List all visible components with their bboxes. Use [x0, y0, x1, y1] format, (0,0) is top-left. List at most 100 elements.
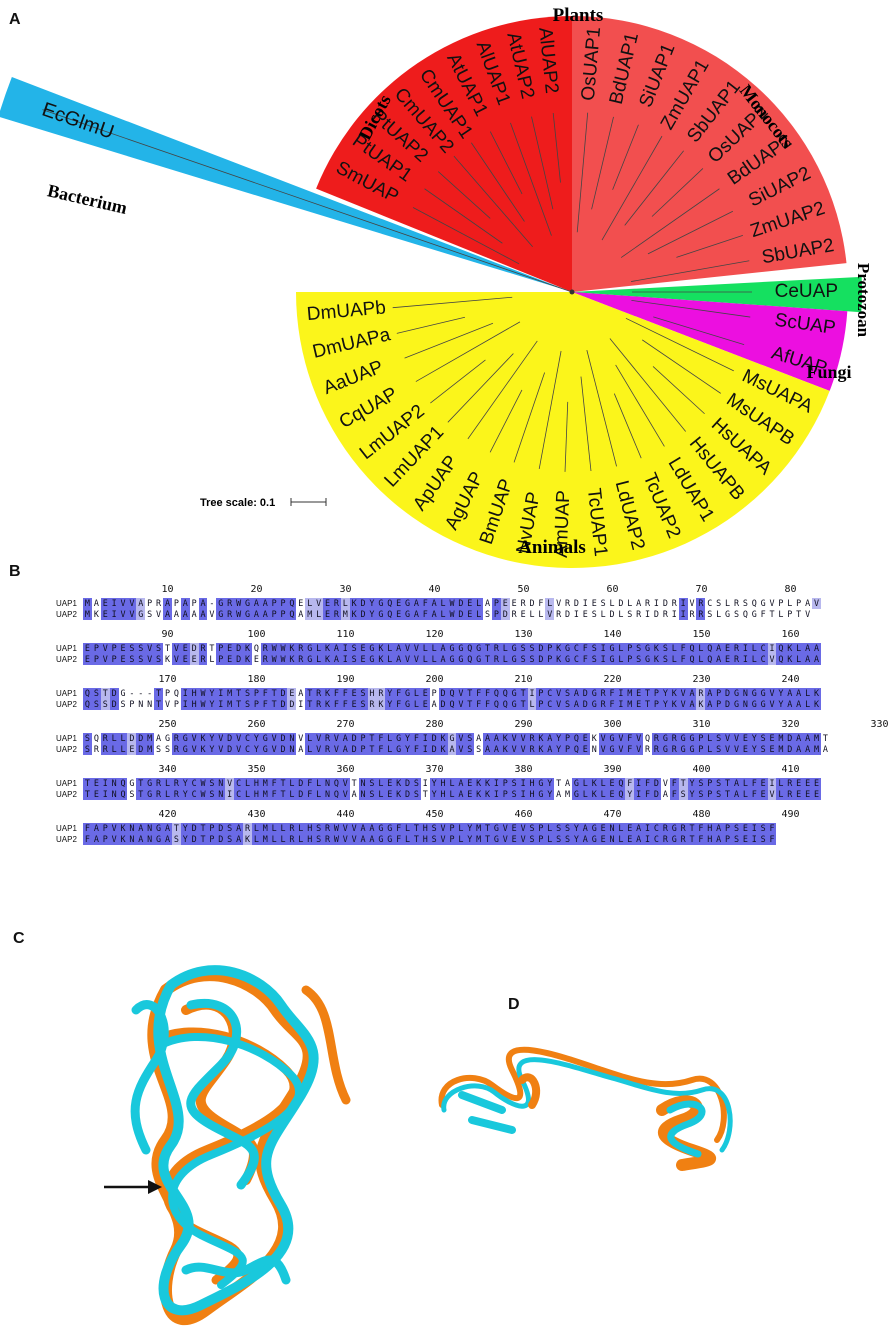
- residue: V: [803, 609, 813, 620]
- residue: G: [260, 744, 270, 755]
- residue: Y: [554, 744, 564, 755]
- residue: V: [163, 699, 172, 710]
- branch: [564, 401, 569, 472]
- residue: A: [554, 789, 564, 800]
- residue: L: [243, 789, 252, 800]
- residue: L: [474, 598, 484, 609]
- branch: [642, 339, 721, 394]
- residue: R: [225, 609, 235, 620]
- residue: G: [127, 778, 137, 789]
- residue: A: [474, 733, 484, 744]
- residue: A: [794, 733, 804, 744]
- residue: D: [189, 643, 199, 654]
- residue: L: [616, 834, 626, 845]
- residue: R: [643, 598, 652, 609]
- residue: Q: [118, 778, 128, 789]
- residue: G: [474, 643, 484, 654]
- residue: V: [518, 823, 528, 834]
- residue: T: [100, 688, 110, 699]
- residue: L: [429, 643, 439, 654]
- clade-wedge-bacterium: [0, 76, 572, 292]
- residue: E: [723, 654, 733, 665]
- residue: A: [803, 733, 813, 744]
- residue: W: [331, 823, 341, 834]
- residue: E: [740, 744, 750, 755]
- residue: G: [394, 744, 404, 755]
- position-tick: 70: [695, 584, 708, 595]
- residue: P: [563, 733, 572, 744]
- residue: L: [269, 834, 279, 845]
- residue: M: [83, 609, 92, 620]
- residue: T: [465, 688, 475, 699]
- residue: A: [785, 699, 795, 710]
- residue: W: [198, 699, 208, 710]
- residue: A: [580, 823, 590, 834]
- residue: E: [580, 744, 590, 755]
- residue: L: [696, 643, 706, 654]
- residue: D: [429, 733, 439, 744]
- residue: G: [447, 643, 457, 654]
- residue: I: [616, 699, 626, 710]
- residue: G: [136, 609, 146, 620]
- clade-wedge-dicots: [316, 16, 572, 292]
- residue: F: [83, 823, 92, 834]
- residue: S: [91, 688, 101, 699]
- residue: Y: [660, 699, 670, 710]
- residue: A: [447, 744, 457, 755]
- residue: D: [278, 744, 288, 755]
- residue: F: [696, 834, 706, 845]
- residue: L: [385, 733, 395, 744]
- residue: G: [243, 598, 252, 609]
- residue: -: [207, 598, 217, 609]
- residue: Y: [367, 598, 377, 609]
- residue: W: [331, 834, 341, 845]
- residue: L: [109, 733, 119, 744]
- residue: L: [500, 654, 510, 665]
- residue: N: [109, 789, 119, 800]
- residue: P: [500, 778, 510, 789]
- residue: F: [643, 789, 652, 800]
- residue: V: [732, 744, 741, 755]
- residue: D: [225, 744, 235, 755]
- residue: V: [438, 834, 448, 845]
- residue: T: [154, 699, 164, 710]
- residue: M: [625, 699, 635, 710]
- residue: I: [740, 643, 750, 654]
- position-tick: 480: [692, 809, 711, 820]
- residue: P: [652, 688, 661, 699]
- position-tick: 300: [603, 719, 622, 730]
- residue: P: [785, 609, 795, 620]
- residue: N: [145, 834, 155, 845]
- residue: T: [207, 643, 217, 654]
- residue: T: [305, 688, 315, 699]
- residue: S: [758, 834, 768, 845]
- residue: Y: [251, 733, 261, 744]
- residue: K: [554, 643, 564, 654]
- position-tick: 140: [603, 629, 622, 640]
- residue: L: [740, 778, 750, 789]
- residue: D: [278, 688, 288, 699]
- residue: S: [518, 643, 528, 654]
- residue: V: [616, 744, 626, 755]
- residue: A: [296, 609, 306, 620]
- residue: H: [189, 699, 199, 710]
- residue: S: [732, 823, 741, 834]
- position-tick: 310: [692, 719, 711, 730]
- residue: V: [767, 598, 777, 609]
- residue: R: [198, 654, 208, 665]
- residue: K: [554, 654, 564, 665]
- residue: A: [812, 654, 821, 665]
- residue: Q: [776, 643, 786, 654]
- residue: P: [723, 823, 733, 834]
- residue: G: [367, 654, 377, 665]
- residue: C: [652, 823, 661, 834]
- residue: K: [812, 688, 821, 699]
- residue: P: [536, 834, 546, 845]
- residue: A: [260, 609, 270, 620]
- residue: K: [243, 654, 252, 665]
- residue: Y: [180, 789, 190, 800]
- residue: Y: [429, 789, 439, 800]
